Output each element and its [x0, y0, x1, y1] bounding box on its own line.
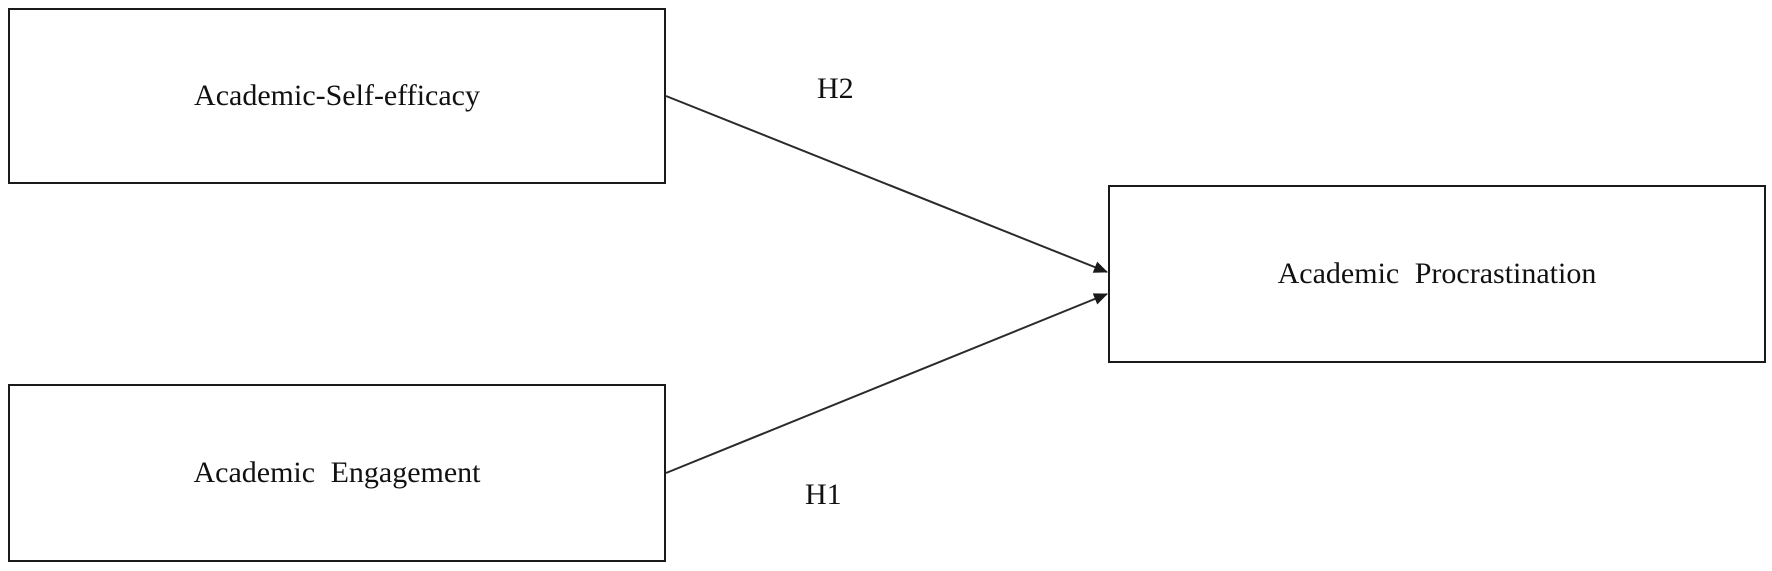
academic-procrastination-box: Academic Procrastination — [1108, 185, 1766, 363]
arrow-h2 — [665, 95, 1108, 273]
academic-engagement-box: Academic Engagement — [8, 384, 666, 562]
academic-engagement-label: Academic Engagement — [193, 456, 481, 489]
hypothesis-h2-label: H2 — [817, 72, 854, 105]
academic-self-efficacy-label: Academic-Self-efficacy — [194, 79, 480, 112]
hypothesis-h1-label: H1 — [805, 478, 842, 511]
academic-procrastination-label: Academic Procrastination — [1277, 257, 1597, 290]
arrow-h1 — [665, 293, 1108, 474]
academic-self-efficacy-box: Academic-Self-efficacy — [8, 8, 666, 184]
